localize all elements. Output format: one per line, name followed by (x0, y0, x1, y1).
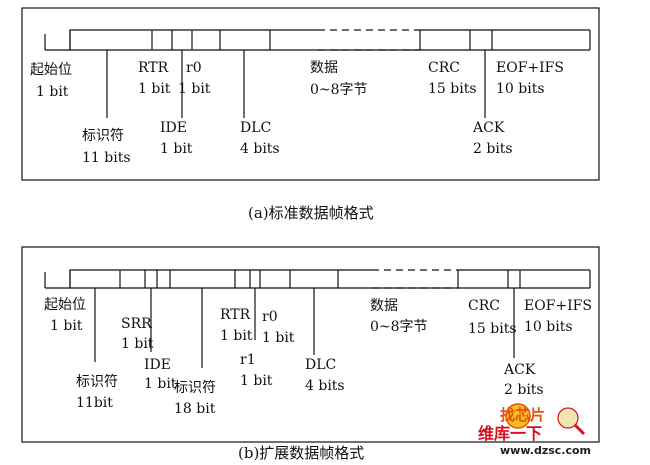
ext-data-bytes: 0~8字节 (370, 319, 428, 335)
r0-bits: 1 bit (178, 81, 211, 97)
standard-frame-caption: (a)标准数据帧格式 (248, 204, 374, 222)
ext-ide-label: IDE (144, 357, 171, 373)
identifier-bits: 11 bits (82, 150, 131, 166)
watermark-text-find-chip: 找芯片 (500, 406, 545, 424)
identifier-label: 标识符 (82, 128, 124, 144)
ext-sof-bits: 1 bit (50, 318, 83, 334)
dlc-label: DLC (240, 120, 271, 136)
ext-identifier11-bits: 11bit (76, 395, 113, 411)
ack-label: ACK (472, 120, 505, 136)
ide-label: IDE (160, 120, 187, 136)
watermark-logo: 找芯片 维库一下 www.dzsc.com (478, 403, 591, 457)
standard-frame-border (21, 7, 600, 181)
crc-label: CRC (428, 60, 460, 76)
standard-frame-topline (45, 29, 318, 51)
ext-dlc-bits: 4 bits (305, 378, 345, 394)
rtr-label: RTR (138, 60, 169, 76)
extended-frame-bitfield (44, 269, 591, 368)
watermark-magnifier-handle (573, 423, 586, 436)
ext-r1-bits: 1 bit (240, 373, 273, 389)
sof-label: 起始位 (30, 62, 72, 78)
watermark-chip-icon (505, 403, 531, 429)
ext-sof-label: 起始位 (44, 297, 86, 313)
extended-frame-border (21, 246, 600, 443)
ext-eof-ifs-bits: 10 bits (524, 319, 573, 335)
rtr-bits: 1 bit (138, 81, 171, 97)
dlc-bits: 4 bits (240, 141, 280, 157)
r0-label: r0 (186, 60, 202, 76)
ext-data-label: 数据 (370, 298, 398, 314)
crc-bits: 15 bits (428, 81, 477, 97)
extended-frame-diagram: 起始位 1 bit 标识符 11bit SRR 1 bit IDE 1 bit … (21, 246, 600, 443)
watermark-text-brand: 维库一下 (478, 424, 542, 443)
ext-rtr-label: RTR (220, 307, 251, 323)
watermark-magnifier-icon (557, 407, 579, 429)
ext-r1-label: r1 (240, 352, 256, 368)
extended-frame-caption: (b)扩展数据帧格式 (238, 444, 364, 462)
data-bytes: 0~8字节 (310, 82, 368, 98)
srr-label: SRR (121, 316, 152, 332)
standard-frame-diagram: 起始位 1 bit 标识符 11 bits RTR 1 bit IDE 1 bi… (21, 7, 600, 181)
extended-frame-topline (45, 269, 372, 289)
srr-bits: 1 bit (121, 336, 154, 352)
sof-bits: 1 bit (36, 84, 69, 100)
watermark-url: www.dzsc.com (500, 444, 591, 457)
ext-crc-bits: 15 bits (468, 321, 517, 337)
ext-rtr-bits: 1 bit (220, 328, 253, 344)
ext-ack-label: ACK (503, 362, 536, 378)
ext-r0-label: r0 (262, 309, 278, 325)
ext-identifier18-bits: 18 bit (174, 401, 216, 417)
ack-bits: 2 bits (473, 141, 513, 157)
ext-identifier11-label: 标识符 (76, 374, 118, 390)
ext-identifier18-label: 标识符 (174, 380, 216, 396)
data-label: 数据 (310, 60, 338, 76)
standard-frame-bitfield (44, 29, 591, 118)
ext-crc-label: CRC (468, 298, 500, 314)
ext-ide-bits: 1 bit (144, 376, 177, 392)
eof-ifs-label: EOF+IFS (496, 60, 564, 76)
ext-eof-ifs-label: EOF+IFS (524, 298, 592, 314)
ext-ack-bits: 2 bits (504, 382, 544, 398)
ext-dlc-label: DLC (305, 357, 336, 373)
ext-r0-bits: 1 bit (262, 330, 295, 346)
eof-ifs-bits: 10 bits (496, 81, 545, 97)
ide-bits: 1 bit (160, 141, 193, 157)
